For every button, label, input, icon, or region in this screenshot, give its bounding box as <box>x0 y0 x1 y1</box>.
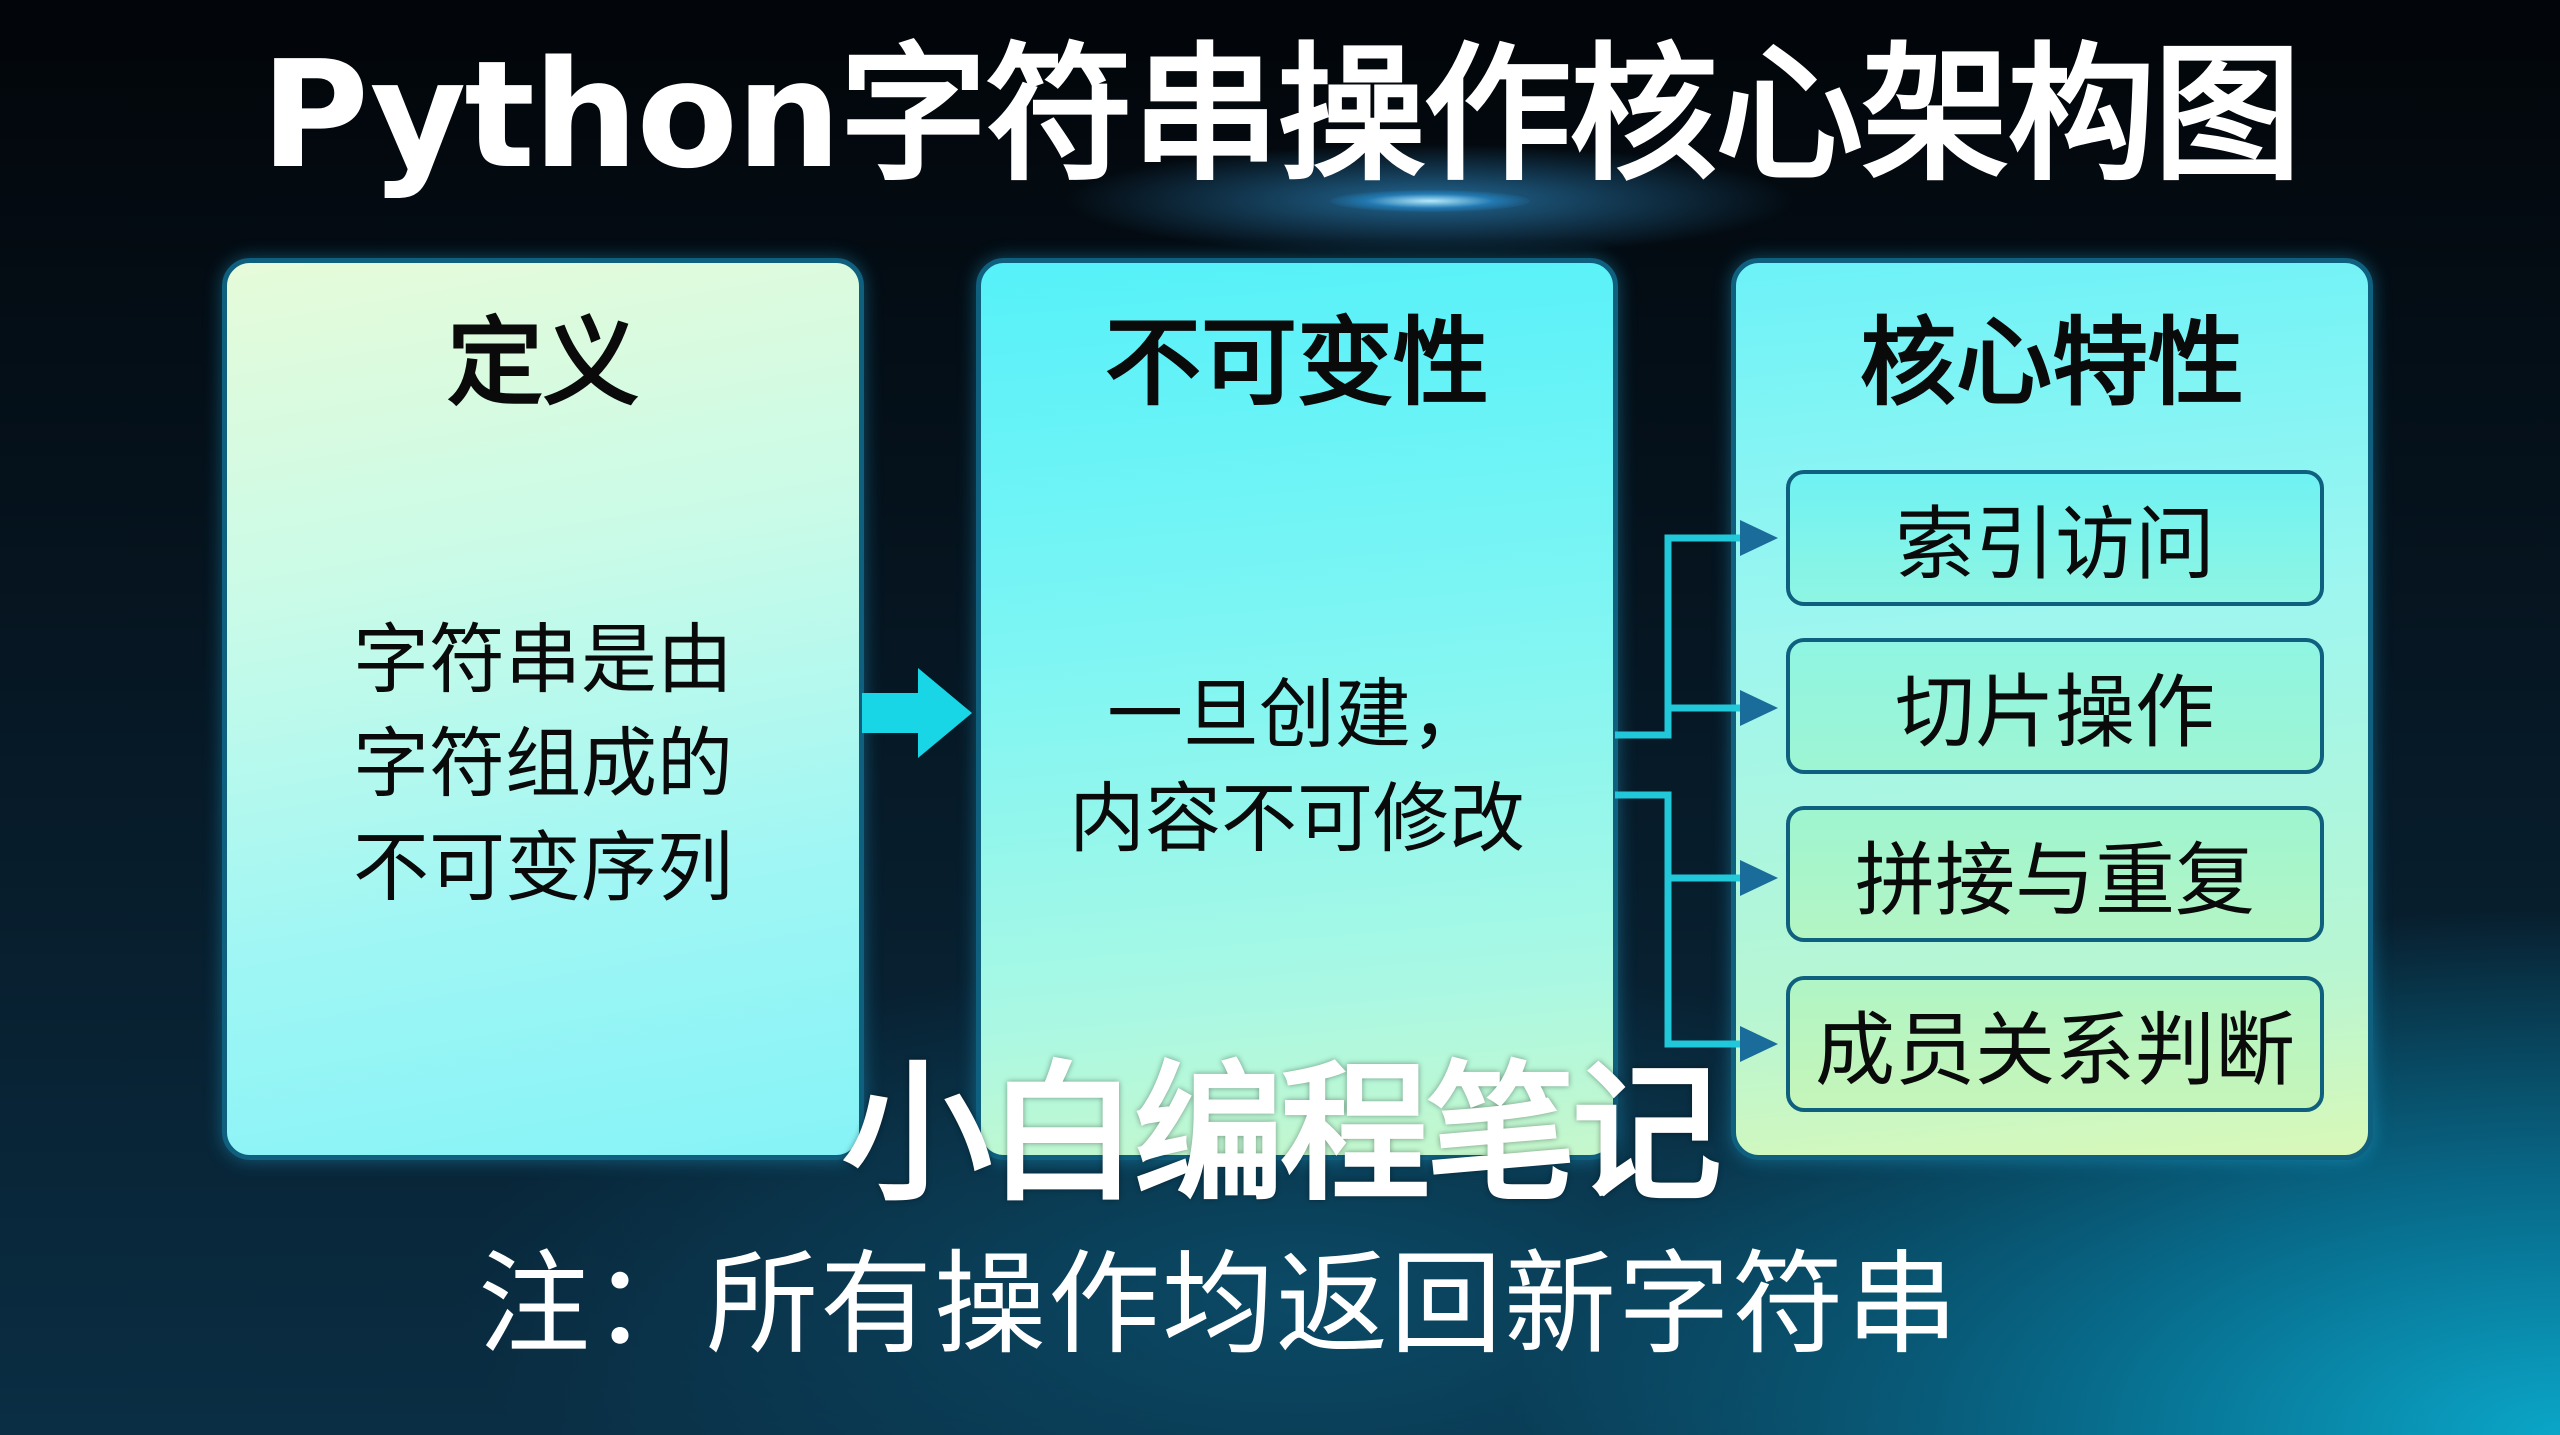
definition-card-body: 字符串是由 字符组成的 不可变序列 <box>227 608 859 920</box>
feature-index-access: 索引访问 <box>1786 470 2324 606</box>
definition-card-title: 定义 <box>447 307 639 419</box>
definition-line-2: 字符组成的 <box>353 719 733 808</box>
immutability-card-title: 不可变性 <box>1105 307 1489 419</box>
definition-line-3: 不可变序列 <box>353 823 733 912</box>
definition-line-1: 字符串是由 <box>353 615 733 704</box>
footnote-text: 注：所有操作均返回新字符串 <box>478 1240 1960 1370</box>
feature-concat-repeat: 拼接与重复 <box>1786 806 2324 942</box>
definition-card: 定义 字符串是由 字符组成的 不可变序列 <box>222 258 864 1160</box>
core-features-card-title: 核心特性 <box>1860 307 2244 419</box>
title-glow-decoration <box>1330 190 1530 212</box>
immutability-card: 不可变性 一旦创建， 内容不可修改 <box>976 258 1618 1160</box>
immutability-card-body: 一旦创建， 内容不可修改 <box>981 663 1613 871</box>
immutability-line-1: 一旦创建， <box>1107 670 1487 759</box>
immutability-line-2: 内容不可修改 <box>1069 774 1525 863</box>
core-features-card: 核心特性 索引访问 切片操作 拼接与重复 成员关系判断 <box>1731 258 2373 1160</box>
feature-membership-test: 成员关系判断 <box>1786 976 2324 1112</box>
branch-connector-lines <box>1615 534 1740 1048</box>
diagram-title: Python字符串操作核心架构图 <box>260 29 2302 201</box>
feature-slicing: 切片操作 <box>1786 638 2324 774</box>
main-arrow-icon <box>862 668 972 758</box>
watermark-text: 小白编程笔记 <box>841 1048 1722 1222</box>
